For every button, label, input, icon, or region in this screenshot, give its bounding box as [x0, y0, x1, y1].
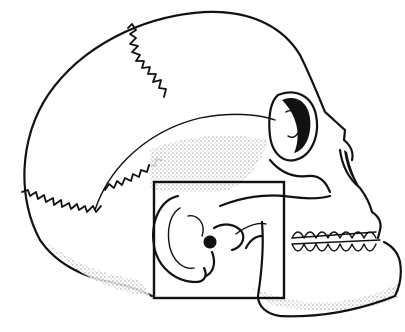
highlight-box — [154, 182, 284, 298]
tmj-condyle — [214, 225, 243, 250]
mastoid-process — [206, 252, 214, 276]
ear-antihelix — [188, 216, 203, 236]
shading-occipital — [45, 240, 150, 296]
shading-mandible — [250, 282, 400, 311]
orbit-inner-shadow — [282, 98, 310, 153]
shading-temporal — [150, 136, 268, 193]
zygomatic-bone — [270, 160, 330, 192]
lower-teeth — [292, 240, 380, 251]
ear-canal-dot — [204, 236, 217, 249]
upper-teeth — [292, 232, 376, 238]
coronal-suture — [128, 24, 166, 97]
lambdoid-suture — [22, 190, 101, 212]
ear-helix-inner — [168, 208, 194, 268]
forehead-brow-outline — [325, 112, 353, 160]
zygomatic-arch — [220, 195, 330, 206]
mandible-notch — [246, 236, 262, 248]
